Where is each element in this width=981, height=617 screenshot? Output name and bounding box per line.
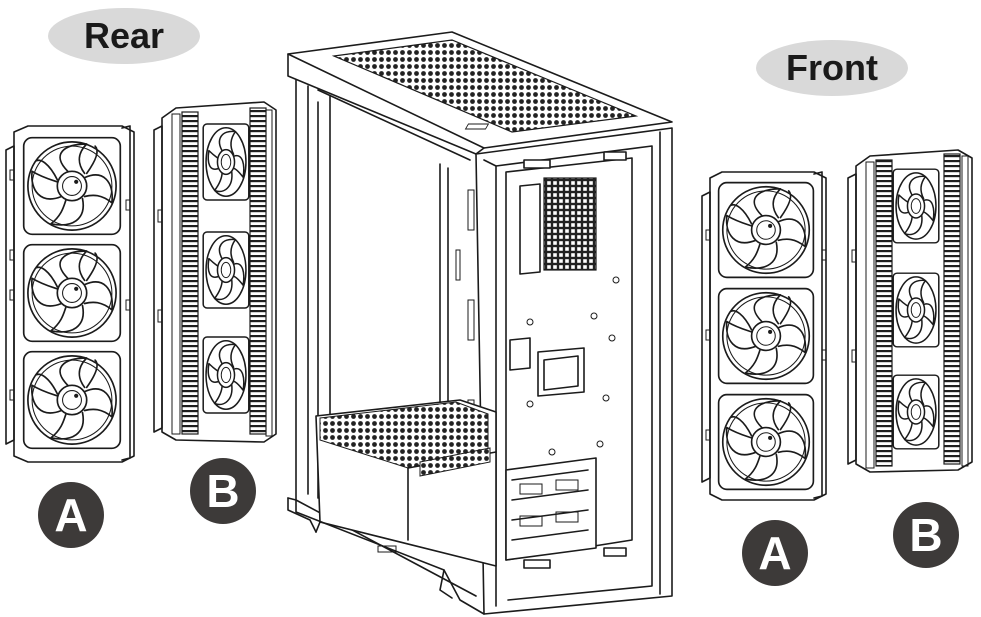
fan-icon <box>717 393 815 491</box>
fan-icon <box>892 374 940 450</box>
fan-icon <box>892 168 940 244</box>
badge-rear-a: A <box>38 482 104 548</box>
fan-icon <box>202 123 250 201</box>
badge-rear-a-text: A <box>54 489 87 541</box>
fan-icon <box>22 243 122 343</box>
top-mesh-vent <box>331 39 639 133</box>
badge-front-b: B <box>893 502 959 568</box>
fan-icon <box>892 272 940 348</box>
badge-front-a-text: A <box>758 527 791 579</box>
front-label: Front <box>756 40 908 96</box>
rear-exhaust-mesh <box>543 177 597 271</box>
fan-icon <box>22 350 122 450</box>
badge-rear-b: B <box>190 458 256 524</box>
fan-icon <box>717 181 815 279</box>
front-radiator-bracket-b <box>847 149 973 473</box>
badge-rear-b-text: B <box>206 465 239 517</box>
badge-front-b-text: B <box>909 509 942 561</box>
rear-label: Rear <box>48 8 200 64</box>
pc-case <box>287 31 673 615</box>
front-fan-bracket-a <box>701 171 827 501</box>
fan-icon <box>202 231 250 309</box>
fan-icon <box>202 336 250 414</box>
rear-label-text: Rear <box>84 15 164 56</box>
front-label-text: Front <box>786 47 878 88</box>
fan-icon <box>717 287 815 385</box>
rear-fan-bracket-a <box>5 125 135 463</box>
fan-icon <box>22 136 122 236</box>
rear-radiator-bracket-b <box>153 101 277 443</box>
badge-front-a: A <box>742 520 808 586</box>
